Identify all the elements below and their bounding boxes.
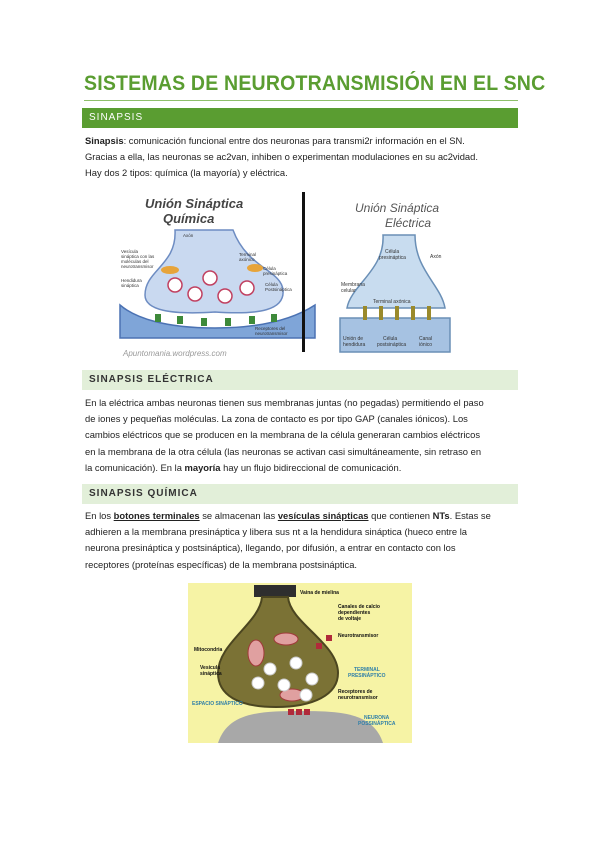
chem-cleft-label: Hendidura [121,278,142,283]
fig2-vesicle-label-2: sináptica [200,671,222,677]
chem-receptors-label: Receptores del [255,326,285,331]
electrica-line-1: En la eléctrica ambas neuronas tienen su… [85,397,484,408]
chem-post-label: Célula [265,282,278,287]
title-rule [84,100,518,101]
fig2-mito-label: Mitocondria [194,647,223,653]
section-heading-sinapsis: SINAPSIS [82,108,518,128]
section-heading-quimica: SINAPSIS QUÍMICA [82,484,518,504]
chem-vesicle-label: Vesícula [121,249,139,254]
fig2-receptors-label: Receptores de [338,689,373,695]
fig2-calcium-label-3: de voltaje [338,616,361,622]
fig2-space-label: ESPACIO SINÁPTICO [192,700,243,707]
chem-title-1: Unión Sináptica [145,196,243,211]
quimica-line-3: neurona presináptica y postsináptica), l… [85,542,456,554]
fig2-terminal-label-2: PRESINÁPTICO [348,672,386,679]
chem-vesicle-label-3: moléculas del [121,259,149,264]
fig2-vesicle-label: Vesícula [200,665,220,671]
electrica-line-5-a: la comunicación). En la [85,461,185,473]
quimica-line-2: adhieren a la membrana presináptica y li… [85,526,467,538]
synapse-types-figure: Unión Sináptica Química Axón Vesícula si… [119,192,451,358]
sinapsis-line-1: Sinapsis: comunicación funcional entre d… [85,133,520,149]
elec-title-1: Unión Sináptica [355,201,439,215]
chem-axon-label: Axón [183,233,194,238]
chem-pre-label-2: presináptica [263,271,288,276]
quimica-line-1-a: En los [85,510,114,521]
chem-receptors-label-2: neurotransmisor [255,331,288,336]
watermark: Apuntomania.wordpress.com [122,349,227,358]
elec-cleft-label-2: hendidura [343,342,365,348]
sinapsis-line-3: Hay dos 2 tipos: química (la mayoría) y … [85,167,288,179]
chemical-synapse-detail-figure: Vaina de mielina Canales de calcio depen… [188,583,412,743]
term-vesiculas-sinapticas: vesículas sinápticas [277,510,369,521]
elec-pre-label: Célula [385,249,399,255]
term-nts: NTs [432,510,450,521]
chem-terminal-label: Terminal [239,252,256,257]
fig2-terminal-label: TERMINAL [354,667,380,673]
elec-axon-label: Axón [430,254,442,260]
fig2-neuron-label-2: POSSINÁPTICA [358,720,396,727]
electrica-line-5: la comunicación). En la mayoría hay un f… [85,460,520,476]
elec-channel-label-2: iónico [419,342,432,348]
section-heading-electrica: SINAPSIS ELÉCTRICA [82,370,518,390]
electrica-line-3: cambios eléctricos que se producen en la… [85,429,481,441]
electrica-line-2: de iones y pequeñas moléculas. La zona d… [85,413,468,425]
electrical-synapse-diagram: Unión Sináptica Eléctrica Célula presiná… [339,201,451,353]
elec-channel-label: Canal [419,336,432,342]
chem-title-2: Química [163,211,214,226]
quimica-line-1-b: se almacenan las [199,510,278,521]
electrica-line-5-c: hay un flujo bidireccional de comunicaci… [220,461,402,473]
chem-cleft-label-2: sináptica [121,283,139,288]
fig2-nt-label: Neurotransmisor [338,633,378,639]
fig2-calcium-label: Canales de calcio [338,604,380,610]
electrica-paragraph: En la eléctrica ambas neuronas tienen su… [85,395,520,476]
sinapsis-line-1-text: : comunicación funcional entre dos neuro… [123,135,465,146]
chem-vesicle-label-2: sináptica con las [121,254,155,259]
elec-post-label-2: postsináptica [377,342,406,348]
sinapsis-term: Sinapsis [85,135,124,146]
quimica-line-4: receptores (proteínas específicas) de la… [85,558,358,570]
chem-terminal-label-2: axónico [239,257,255,262]
chem-post-label-2: Postsináptica [265,287,292,292]
elec-cleft-label: Unión de [343,336,363,342]
term-botones-terminales: botones terminales [113,510,200,521]
sinapsis-paragraph: Sinapsis: comunicación funcional entre d… [85,133,520,182]
fig2-receptors-label-2: neurotransmisor [338,695,378,701]
page-title: SISTEMAS DE NEUROTRANSMISIÓN EN EL SNC [84,72,546,95]
quimica-line-1-d: . Estas se [449,510,491,521]
elec-post-label: Célula [383,336,397,342]
fig2-myelin-label: Vaina de mielina [300,590,339,596]
elec-membrane-label-2: celular [341,288,356,294]
figure-divider [302,192,305,352]
elec-terminal-label: Terminal axónica [373,299,411,305]
quimica-paragraph: En los botones terminales se almacenan l… [85,508,520,573]
chemical-synapse-diagram: Unión Sináptica Química Axón Vesícula si… [119,196,316,358]
elec-membrane-label: Membrana [341,282,365,288]
chem-vesicle-label-4: neurotransmisor [121,264,154,269]
electrica-emphasis: mayoría [184,461,221,473]
fig2-neuron-label: NEURONA [364,715,390,721]
quimica-line-1: En los botones terminales se almacenan l… [85,508,520,524]
sinapsis-line-2: Gracias a ella, las neuronas se ac2van, … [85,151,478,163]
fig2-calcium-label-2: dependientes [338,610,370,616]
electrica-line-4: en la membrana de la otra célula (las ne… [85,445,482,457]
quimica-line-1-c: que contienen [368,510,433,521]
chem-pre-label: Célula [263,266,276,271]
elec-title-2: Eléctrica [385,216,431,230]
elec-pre-label-2: presináptica [379,255,406,261]
